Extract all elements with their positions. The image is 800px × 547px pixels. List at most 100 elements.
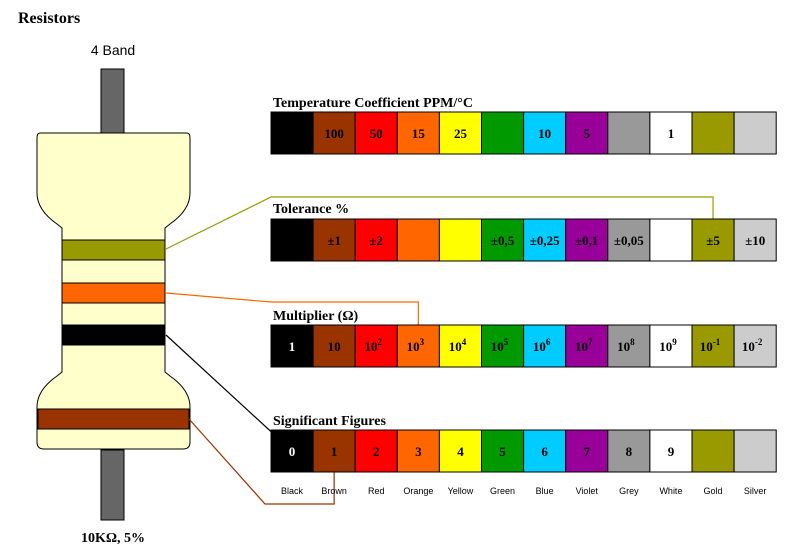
swatch-silver [733, 429, 777, 473]
cell-value: ±10 [745, 233, 765, 248]
swatch-green [481, 218, 525, 262]
color-label-blue: Blue [536, 486, 554, 496]
cell-value: ±5 [706, 233, 720, 248]
swatch-brown [312, 111, 356, 155]
swatch-violet [565, 429, 609, 473]
swatch-silver [733, 111, 777, 155]
cell-value: 108 [617, 337, 635, 354]
swatch-orange [396, 429, 440, 473]
leader-line-band-2 [165, 292, 419, 325]
table-tolerance: Tolerance %±1±2±0,5±0,25±0,1±0,05±5±10 [270, 202, 777, 262]
page-title: Resistors [18, 10, 80, 27]
cell-value: 10 [328, 339, 341, 354]
resistor-lead-top [100, 68, 125, 140]
swatch-red [354, 324, 398, 368]
swatch-violet [565, 111, 609, 155]
swatch-green [481, 111, 525, 155]
swatch-white [649, 218, 693, 262]
swatch-red [354, 111, 398, 155]
color-label-yellow: Yellow [448, 486, 474, 496]
swatch-brown [312, 218, 356, 262]
color-label-silver: Silver [744, 486, 767, 496]
resistor-lead-bottom [100, 449, 125, 521]
swatch-black [270, 111, 314, 155]
leader-line-band-1 [165, 196, 714, 250]
swatch-blue [523, 111, 567, 155]
color-label-violet: Violet [576, 486, 599, 496]
table-title: Multiplier (Ω) [273, 309, 359, 324]
cell-value: ±0,1 [575, 233, 598, 248]
band-count-label: 4 Band [91, 42, 135, 58]
color-label-red: Red [368, 486, 385, 496]
color-label-black: Black [281, 486, 304, 496]
swatch-brown [312, 429, 356, 473]
cell-value: 10-2 [742, 337, 763, 354]
swatch-violet [565, 324, 609, 368]
swatch-green [481, 429, 525, 473]
swatch-red [354, 218, 398, 262]
leader-line-band-4 [188, 418, 335, 505]
swatch-silver [733, 218, 777, 262]
swatch-yellow [438, 218, 482, 262]
color-label-gold: Gold [704, 486, 723, 496]
band-3 [61, 324, 166, 346]
resistor-value-label: 10KΩ, 5% [81, 531, 145, 546]
swatch-yellow [438, 429, 482, 473]
swatch-grey [607, 111, 651, 155]
swatch-green [481, 324, 525, 368]
cell-value: 8 [626, 444, 633, 459]
swatch-gold [691, 324, 735, 368]
swatch-grey [607, 429, 651, 473]
cell-value: 100 [324, 126, 344, 141]
swatch-grey [607, 218, 651, 262]
swatch-yellow [438, 111, 482, 155]
cell-value: ±0,5 [491, 233, 515, 248]
swatch-white [649, 324, 693, 368]
band-4 [37, 408, 190, 430]
cell-value: 104 [449, 337, 467, 354]
cell-value: 2 [373, 444, 380, 459]
cell-value: ±1 [327, 233, 341, 248]
cell-value: ±0,25 [530, 233, 560, 248]
color-label-green: Green [490, 486, 515, 496]
cell-value: 3 [415, 444, 422, 459]
code-tables: Temperature Coefficient PPM/°C 100 50 15 2 5 1… [270, 96, 777, 473]
cell-value: 7 [584, 444, 591, 459]
color-label-white: White [659, 486, 682, 496]
cell-value: 105 [491, 337, 509, 354]
cell-value: 9 [668, 444, 675, 459]
swatch-white [649, 111, 693, 155]
cell-value: 102 [365, 337, 383, 354]
swatch-red [354, 429, 398, 473]
swatch-orange [396, 324, 440, 368]
cell-value: 6 [541, 444, 548, 459]
cell-value: ±2 [369, 233, 383, 248]
swatch-violet [565, 218, 609, 262]
cell-value: 50 [370, 126, 383, 141]
color-label-brown: Brown [321, 486, 347, 496]
cell-value: 5 [584, 126, 591, 141]
swatch-blue [523, 429, 567, 473]
cell-value: ±0,05 [614, 233, 644, 248]
color-label-grey: Grey [619, 486, 639, 496]
swatch-blue [523, 218, 567, 262]
swatch-brown [312, 324, 356, 368]
cell-value: 1 [289, 339, 296, 354]
swatch-orange [396, 218, 440, 262]
swatch-blue [523, 324, 567, 368]
cell-value: 1 [331, 444, 338, 459]
cell-value: 109 [659, 337, 677, 354]
table-title: Significant Figures [273, 414, 386, 429]
swatch-silver [733, 324, 777, 368]
cell-value: 1 [668, 126, 675, 141]
cell-value: 103 [407, 337, 425, 354]
table-title: Temperature Coefficient PPM/°C [273, 96, 473, 111]
swatch-white [649, 429, 693, 473]
cell-value: 4 [457, 444, 464, 459]
cell-value: 15 [412, 126, 426, 141]
cell-value: 107 [575, 337, 593, 354]
